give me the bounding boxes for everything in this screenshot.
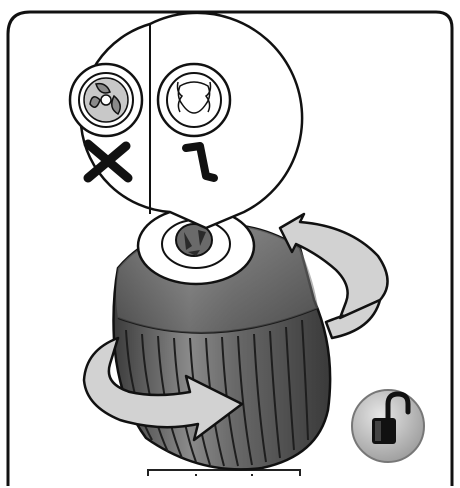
unlock-badge <box>352 390 424 462</box>
callout-balloon <box>70 13 302 228</box>
drill-body <box>148 470 300 488</box>
